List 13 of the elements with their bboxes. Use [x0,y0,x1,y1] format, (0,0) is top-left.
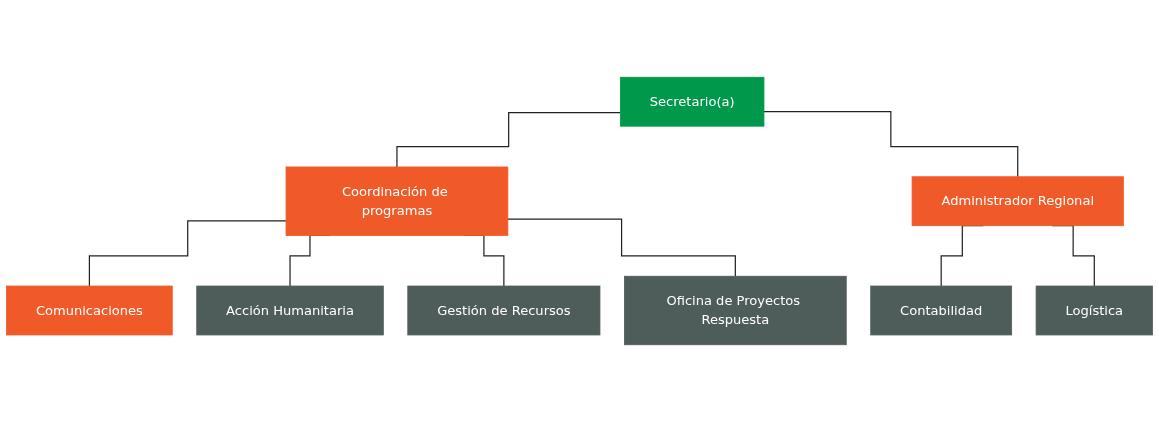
node-box: Comunicaciones [6,285,173,336]
connector [396,112,621,168]
connector [763,111,1019,178]
node-box: Administrador Regional [911,176,1124,227]
node-box: Contabilidad [870,285,1013,336]
node-box: Logística [1035,285,1153,336]
connector [88,220,287,287]
node-box: Coordinación de programas [285,166,509,236]
node-box: Secretario(a) [619,76,765,127]
connector [507,218,736,277]
node-box: Acción Humanitaria [196,285,384,336]
node-box: Gestión de Recursos [407,285,601,336]
node-box: Oficina de Proyectos Respuesta [624,275,847,346]
